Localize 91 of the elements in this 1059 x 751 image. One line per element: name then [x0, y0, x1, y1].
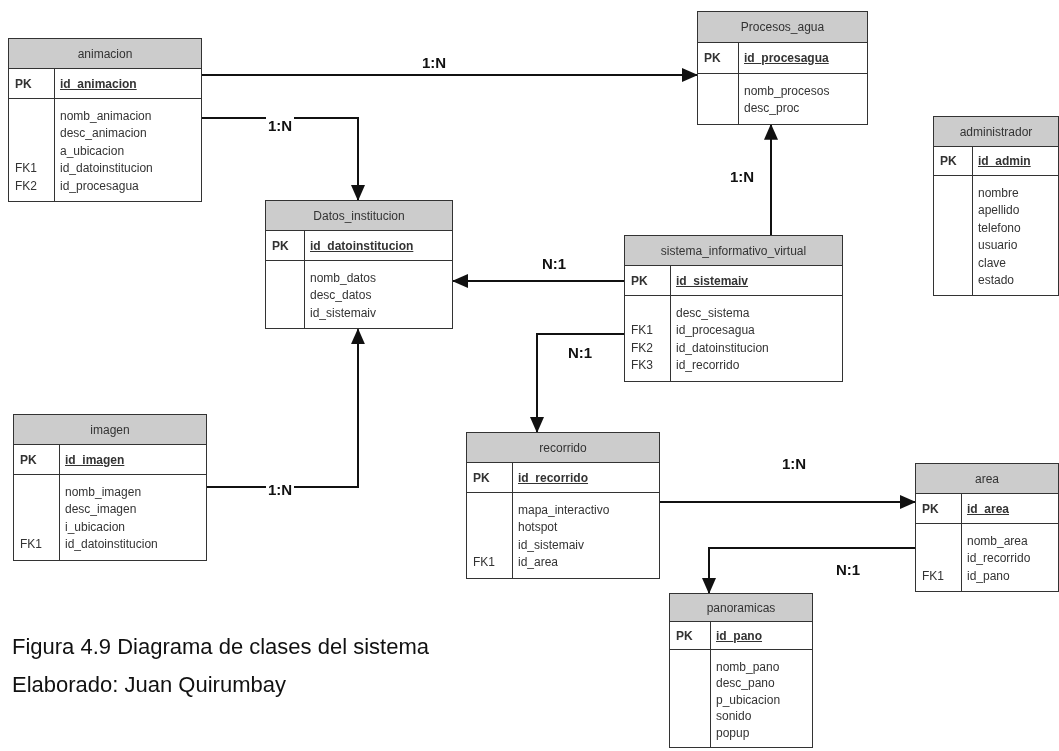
table-title: recorrido	[467, 433, 659, 463]
key-label: PK	[922, 501, 939, 516]
key-label: FK2	[631, 340, 653, 355]
field-name: id_procesagua	[676, 323, 755, 338]
field-name: id_recorrido	[967, 551, 1031, 566]
table-title: administrador	[934, 117, 1058, 147]
key-label: PK	[940, 154, 957, 168]
entity-table	[265, 200, 453, 330]
field-name: id_recorrido	[676, 358, 740, 373]
relationship-arrow	[764, 123, 778, 236]
field-name: desc_sistema	[676, 306, 750, 320]
field-name: nomb_pano	[716, 660, 780, 674]
key-label: FK1	[473, 555, 495, 570]
table-title: sistema_informativo_virtual	[625, 236, 842, 266]
table-title: Datos_institucion	[266, 201, 452, 231]
key-label: PK	[15, 76, 32, 91]
field-name: id_pano	[967, 568, 1010, 583]
primary-key-field: id_imagen	[65, 452, 125, 467]
key-label: FK1	[631, 323, 653, 338]
field-name: nomb_imagen	[65, 485, 142, 499]
table-title: area	[916, 464, 1058, 494]
entity-table	[13, 414, 207, 561]
field-name: desc_imagen	[65, 502, 137, 517]
key-label: PK	[631, 273, 648, 288]
figure-caption: Figura 4.9 Diagrama de clases del sistema	[12, 634, 429, 660]
key-label: FK2	[15, 178, 37, 193]
key-label: PK	[272, 238, 289, 253]
field-name: a_ubicacion	[60, 143, 125, 158]
primary-key-field: id_area	[967, 501, 1010, 516]
field-name: nomb_datos	[310, 271, 377, 285]
relationship-arrow	[530, 333, 625, 433]
field-name: telefono	[978, 220, 1021, 235]
field-name: usuario	[978, 238, 1018, 253]
primary-key-field: id_animacion	[60, 76, 137, 91]
field-name: id_datoinstitucion	[676, 340, 769, 355]
entity-table	[669, 593, 813, 748]
table-title: Procesos_agua	[698, 12, 867, 43]
entity-table	[624, 235, 843, 382]
entity-table	[915, 463, 1059, 593]
table-title: animacion	[9, 39, 201, 69]
key-label: PK	[676, 628, 693, 643]
field-name: id_sistemaiv	[518, 537, 585, 552]
primary-key-field: id_recorrido	[518, 470, 589, 485]
field-name: apellido	[978, 203, 1020, 218]
field-name: desc_pano	[716, 676, 775, 691]
relationship-arrow	[702, 547, 916, 594]
field-name: clave	[978, 255, 1006, 270]
field-name: desc_proc	[744, 101, 800, 116]
field-name: desc_animacion	[60, 126, 147, 141]
key-label: FK1	[15, 161, 37, 176]
field-name: i_ubicacion	[65, 519, 126, 534]
field-name: p_ubicacion	[716, 692, 781, 707]
entity-table	[933, 116, 1059, 297]
key-label: PK	[704, 51, 721, 65]
primary-key-field: id_sistemaiv	[676, 273, 749, 288]
field-name: nomb_area	[967, 534, 1028, 548]
entity-table	[697, 11, 868, 125]
primary-key-field: id_pano	[716, 628, 762, 643]
primary-key-field: id_procesagua	[744, 51, 829, 65]
field-name: id_procesagua	[60, 178, 139, 193]
field-name: sonido	[716, 709, 752, 724]
author-note: Elaborado: Juan Quirumbay	[12, 672, 286, 698]
field-name: desc_datos	[310, 288, 372, 303]
relationship-arrow	[201, 68, 698, 82]
field-name: id_area	[518, 555, 559, 570]
field-name: hotspot	[518, 520, 558, 535]
key-label: PK	[20, 452, 37, 467]
relationship-arrow	[201, 117, 365, 201]
field-name: nomb_animacion	[60, 109, 152, 123]
entity-table	[466, 432, 660, 579]
field-name: estado	[978, 273, 1015, 287]
entity-table	[8, 38, 202, 202]
field-name: id_datoinstitucion	[65, 537, 158, 552]
field-name: id_sistemaiv	[310, 305, 377, 320]
key-label: FK3	[631, 358, 653, 373]
field-name: nomb_procesos	[744, 84, 830, 98]
primary-key-field: id_datoinstitucion	[310, 238, 414, 253]
relationship-arrow	[206, 328, 365, 488]
field-name: mapa_interactivo	[518, 503, 610, 517]
field-name: id_datoinstitucion	[60, 161, 153, 176]
field-name: nombre	[978, 186, 1019, 200]
primary-key-field: id_admin	[978, 154, 1031, 168]
relationship-arrow	[659, 495, 916, 509]
field-name: popup	[716, 725, 750, 740]
key-label: PK	[473, 470, 490, 485]
cardinality-label: 1:N	[266, 117, 295, 134]
table-title: panoramicas	[670, 594, 812, 622]
relationship-arrow	[452, 274, 625, 288]
key-label: FK1	[922, 568, 944, 583]
table-title: imagen	[14, 415, 206, 445]
key-label: FK1	[20, 537, 42, 552]
